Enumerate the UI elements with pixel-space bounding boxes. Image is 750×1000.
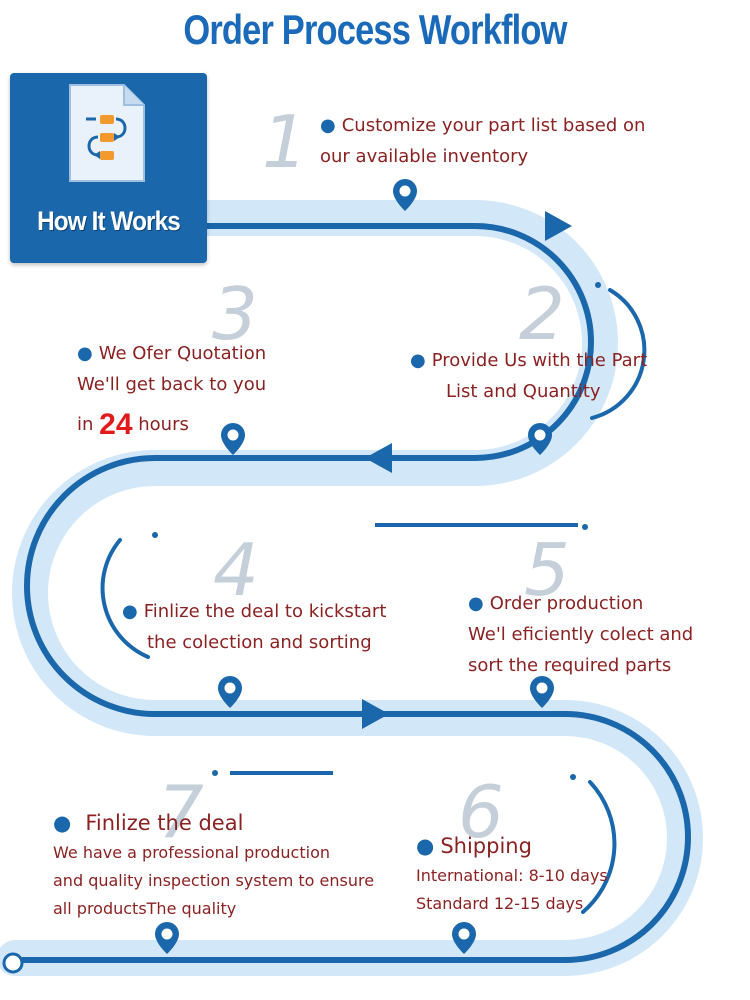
- step-3-line-3-suffix: hours: [138, 414, 189, 435]
- step-4-text: ●Finlize the deal to kickstart the colec…: [122, 596, 386, 658]
- bullet-icon: ●: [77, 343, 93, 364]
- bullet-icon: ●: [53, 811, 72, 835]
- decor-dot: [582, 524, 588, 530]
- track-line: [22, 223, 691, 963]
- step-1-line-2: our available inventory: [320, 146, 529, 167]
- step-number-4: 4: [213, 528, 259, 612]
- bullet-icon: ●: [468, 593, 484, 614]
- arrow-right-icon: [545, 211, 572, 241]
- location-pin-icon: [155, 922, 179, 954]
- step-7-line-4: all productsThe quality: [53, 899, 237, 918]
- step-3-line-2: We'll get back to you: [77, 374, 267, 395]
- step-number-3: 3: [212, 272, 258, 356]
- step-number-2: 2: [519, 272, 565, 356]
- bullet-icon: ●: [416, 834, 435, 858]
- step-2-line-1: Provide Us with the Part: [431, 350, 648, 371]
- step-2-line-2: List and Quantity: [446, 381, 601, 402]
- step-7-line-3: and quality inspection system to ensure: [53, 871, 375, 890]
- step-1-line-1: Customize your part list based on: [341, 115, 646, 136]
- step-5-line-2: We'l eficiently colect and: [468, 624, 694, 645]
- step-4-line-2: the colection and sorting: [147, 632, 372, 653]
- step-3-line-1: We Ofer Quotation: [98, 343, 267, 364]
- step-5-text: ●Order production We'l eficiently colect…: [468, 588, 693, 681]
- step-6-line-3: Standard 12-15 days: [416, 894, 584, 913]
- location-pin-icon: [221, 423, 245, 455]
- step-1-text: ●Customize your part list based on our a…: [320, 110, 645, 172]
- step-6-text: ●Shipping International: 8-10 days Stand…: [416, 831, 608, 918]
- arrow-right-icon: [362, 699, 389, 729]
- step-5-line-1: Order production: [489, 593, 644, 614]
- step-number-1: 1: [262, 100, 308, 184]
- how-it-works-badge: How It Works: [10, 73, 207, 263]
- decor-dot: [152, 532, 158, 538]
- step-7-text: ● Finlize the deal We have a professional…: [53, 808, 374, 923]
- decor-arc-4: [100, 538, 150, 659]
- bullet-icon: ●: [320, 115, 336, 136]
- location-pin-icon: [218, 676, 242, 708]
- location-pin-icon: [393, 179, 417, 211]
- location-pin-icon: [528, 423, 552, 455]
- step-7-line-1: Finlize the deal: [85, 811, 244, 835]
- step-number-5: 5: [524, 528, 570, 612]
- step-3-text: ●We Ofer Quotation We'll get back to you…: [77, 338, 266, 440]
- page-title: Order Process Workflow: [183, 6, 567, 53]
- step-6-line-2: International: 8-10 days: [416, 866, 608, 885]
- step-2-text: ●Provide Us with the Part List and Quant…: [410, 345, 647, 407]
- decor-dot: [595, 282, 601, 288]
- step-3-line-3-highlight: 24: [99, 408, 133, 441]
- step-5-line-3: sort the required parts: [468, 655, 672, 676]
- step-4-line-1: Finlize the deal to kickstart: [143, 601, 387, 622]
- step-6-line-1: Shipping: [440, 834, 532, 858]
- decor-dot: [212, 770, 218, 776]
- how-it-works-label: How It Works: [37, 206, 181, 236]
- location-pin-icon: [452, 922, 476, 954]
- step-number-7: 7: [158, 770, 204, 854]
- arrow-left-icon: [365, 443, 392, 473]
- document-flow-icon: [69, 84, 145, 182]
- track-end-circle: [2, 952, 24, 974]
- bullet-icon: ●: [122, 601, 138, 622]
- step-number-6: 6: [458, 770, 504, 854]
- decor-dot: [570, 774, 576, 780]
- step-3-line-3-prefix: in: [77, 414, 94, 435]
- step-7-line-2: We have a professional production: [53, 843, 330, 862]
- location-pin-icon: [530, 676, 554, 708]
- decor-arc-2: [590, 288, 647, 420]
- bullet-icon: ●: [410, 350, 426, 371]
- decor-arc-6: [581, 780, 617, 914]
